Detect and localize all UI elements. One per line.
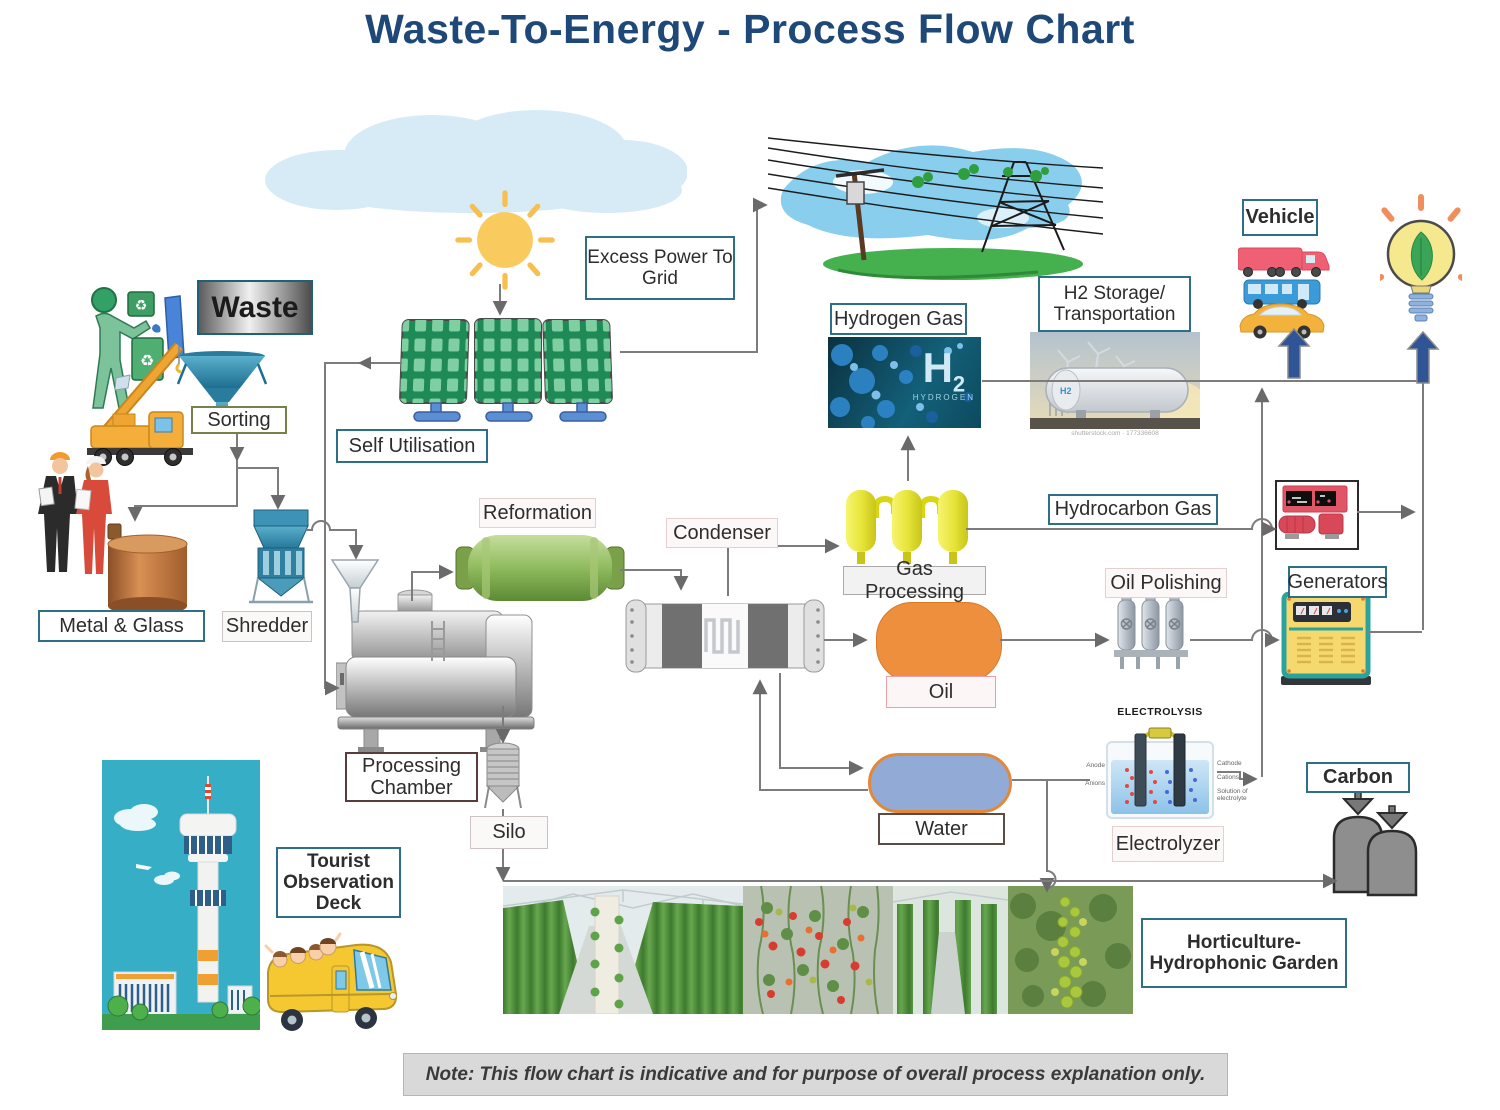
garden-image [503,886,1133,1014]
label-hydrocarbon-gas: Hydrocarbon Gas [1048,494,1218,525]
label-reformation: Reformation [479,498,596,528]
processing-chamber-icon [336,589,535,752]
reformer-icon [455,535,625,601]
power-grid-illustration [768,137,1103,280]
electrolysis-illustration: ELECTROLYSIS Anode Anions Cathode [1085,706,1248,844]
label-metal-glass: Metal & Glass [38,610,205,642]
yellow-generator-icon [1281,592,1371,685]
engineers-icon [38,452,122,574]
svg-text:♻: ♻ [135,297,148,313]
tour-bus-icon [264,932,398,1031]
anode-label: Anode [1086,762,1105,769]
label-vehicle: Vehicle [1242,199,1318,236]
h2-text: H2 HYDROGEN [912,344,975,403]
svg-text:H2: H2 [1060,386,1072,396]
label-carbon: Carbon [1306,762,1410,793]
h2-image: H2 HYDROGEN [828,337,981,428]
note-bar: Note: This flow chart is indicative and … [403,1053,1228,1096]
label-waste: Waste [197,280,313,335]
label-processing-chamber: Processing Chamber [345,752,478,802]
water-tank [868,753,1012,813]
gas-vessels-icon [846,490,968,564]
crane-truck-icon [87,342,193,466]
label-excess-power: Excess Power To Grid [585,236,735,300]
condenser-icon [625,599,825,673]
label-oil: Oil [886,676,996,708]
label-condenser: Condenser [666,518,778,548]
label-water: Water [878,813,1005,845]
solar-panels-icon [399,318,613,422]
storage-credit-caption: shutterstock.com · 177336608 [1071,430,1159,437]
electrolysis-title: ELECTROLYSIS [1117,706,1203,718]
label-horticulture: Horticulture- Hydrophonic Garden [1141,918,1347,988]
label-silo: Silo [470,816,548,849]
label-generators: Generators [1287,566,1388,598]
sun-icon [455,190,555,290]
oil-tank [876,602,1002,682]
eco-bulb-icon [1380,194,1462,322]
label-electrolyzer: Electrolyzer [1112,826,1224,862]
label-sorting: Sorting [191,406,287,434]
label-oil-polishing: Oil Polishing [1105,568,1227,598]
cathode-label: Cathode [1217,760,1242,767]
anions-label: Anions [1085,780,1105,787]
label-gas-processing: Gas Processing [843,558,986,603]
solution-label: Solution of electrolyte [1217,788,1248,803]
page-title: Waste-To-Energy - Process Flow Chart [365,6,1135,52]
label-hydrogen-gas: Hydrogen Gas [830,303,967,335]
vehicles-icon [1238,247,1330,339]
self-utilisation-arrowhead [358,356,371,370]
vehicle-block-arrow [1277,327,1311,379]
label-shredder: Shredder [222,611,312,642]
svg-text:♻: ♻ [140,353,154,370]
tourist-poster-image [102,760,260,1030]
red-generator-icon [1275,480,1359,550]
cations-label: Cations [1217,774,1240,781]
carbon-bags-icon [1332,791,1418,897]
shredder-icon [249,509,313,604]
label-h2-storage: H2 Storage/ Transportation [1038,276,1191,332]
cloud-icon [265,110,687,213]
funnel-icon [330,559,380,623]
metal-cylinder-icon [107,534,188,615]
label-self-utilisation: Self Utilisation [336,429,488,463]
label-tourist-deck: Tourist Observation Deck [276,847,401,918]
bulb-block-arrow [1406,330,1440,384]
silo-icon [484,742,522,809]
